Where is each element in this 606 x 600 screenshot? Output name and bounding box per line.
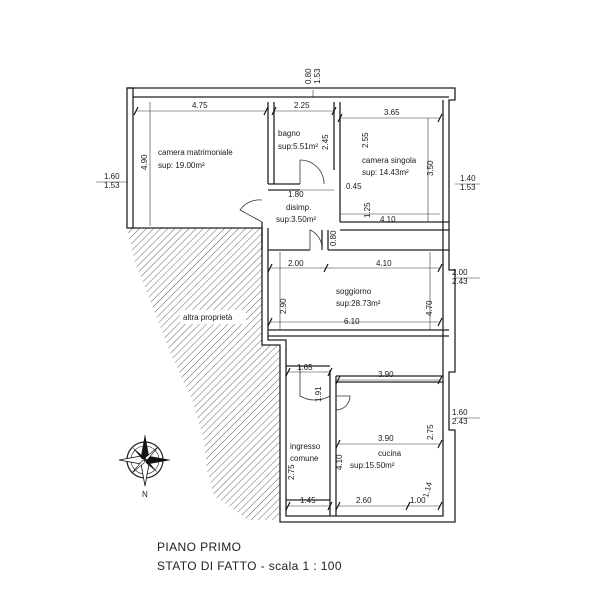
dim-label: 3.65 bbox=[384, 108, 400, 117]
room-area-soggiorno: sup:28.73m² bbox=[336, 299, 381, 308]
room-area-camera-singola: sup: 14.43m² bbox=[362, 168, 409, 177]
dim-label: 0.80 bbox=[329, 230, 338, 246]
dim-label: 2.00 bbox=[288, 259, 304, 268]
dim-label: 1.40 bbox=[460, 174, 476, 183]
dim-label: 2.43 bbox=[452, 417, 468, 426]
dim-label: 2.75 bbox=[287, 464, 296, 480]
room-name-cucina: cucina bbox=[378, 449, 402, 458]
dim-label: 3.90 bbox=[378, 370, 394, 379]
dim-label: 1.91 bbox=[314, 386, 323, 402]
room-name-camera-matrimoniale: camera matrimoniale bbox=[158, 148, 233, 157]
dim-label: 6.10 bbox=[344, 317, 360, 326]
dimension-ticks bbox=[133, 106, 443, 511]
room-name-ingresso-line1: ingresso bbox=[290, 442, 321, 451]
dim-label: 1.25 bbox=[363, 202, 372, 218]
room-name-disimpegno: disimp. bbox=[286, 203, 311, 212]
dim-label: 1.60 bbox=[104, 172, 120, 181]
other-property-label-bg bbox=[180, 310, 246, 324]
dim-label: 2.45 bbox=[321, 134, 330, 150]
dimension-labels: 4.75 2.25 3.65 0.80 1.53 2.45 2.55 4.90 … bbox=[104, 68, 476, 505]
room-name-bagno: bagno bbox=[278, 129, 301, 138]
dim-label: 3.50 bbox=[426, 160, 435, 176]
dim-label: 1.53 bbox=[460, 183, 476, 192]
dimension-lines bbox=[96, 90, 480, 507]
dim-label: 1.00 bbox=[410, 496, 426, 505]
room-area-camera-matrimoniale: sup: 19.00m² bbox=[158, 161, 205, 170]
dim-label: 1.14 bbox=[421, 481, 434, 499]
dim-label: 2.43 bbox=[452, 277, 468, 286]
other-property-label: altra proprietà bbox=[183, 313, 233, 322]
dim-label: 2.00 bbox=[452, 268, 468, 277]
room-area-bagno: sup:5.51m² bbox=[278, 142, 318, 151]
room-name-ingresso-line2: comune bbox=[290, 454, 319, 463]
exterior-walls bbox=[126, 87, 456, 523]
room-name-camera-singola: camera singola bbox=[362, 156, 417, 165]
room-area-cucina: sup:15.50m² bbox=[350, 461, 395, 470]
dim-label: 2.25 bbox=[294, 101, 310, 110]
dim-label: 2.60 bbox=[356, 496, 372, 505]
dim-label: 1.45 bbox=[300, 496, 316, 505]
room-name-soggiorno: soggiorno bbox=[336, 287, 372, 296]
dim-label: 1.60 bbox=[452, 408, 468, 417]
dim-label: 3.90 bbox=[378, 434, 394, 443]
dim-label: 4.10 bbox=[380, 215, 396, 224]
dim-label: 1.53 bbox=[104, 181, 120, 190]
dim-label: 2.55 bbox=[361, 132, 370, 148]
compass-rose-icon bbox=[118, 434, 171, 487]
dim-label: 1.53 bbox=[313, 68, 322, 84]
dim-label: 2.75 bbox=[426, 424, 435, 440]
doors bbox=[239, 159, 351, 411]
dim-label: 2.90 bbox=[279, 298, 288, 314]
plan-caption-subtitle: STATO DI FATTO - scala 1 : 100 bbox=[157, 559, 342, 573]
dim-label: 1.80 bbox=[288, 190, 304, 199]
dim-label: 4.70 bbox=[425, 300, 434, 316]
interior-walls bbox=[261, 102, 449, 516]
dim-label: 4.90 bbox=[140, 154, 149, 170]
compass-north-label: N bbox=[142, 490, 148, 499]
dim-label: 0.45 bbox=[346, 182, 362, 191]
room-name-ingresso-comune: ingresso comune bbox=[290, 442, 322, 463]
other-property-area bbox=[127, 228, 280, 520]
room-area-disimpegno: sup:3.50m² bbox=[276, 215, 316, 224]
dim-label: 4.10 bbox=[376, 259, 392, 268]
dim-label: 4.10 bbox=[335, 454, 344, 470]
dim-label: 0.80 bbox=[304, 68, 313, 84]
dim-label: 1.65 bbox=[297, 363, 313, 372]
dim-label: 4.75 bbox=[192, 101, 208, 110]
plan-caption-title: PIANO PRIMO bbox=[157, 540, 241, 554]
